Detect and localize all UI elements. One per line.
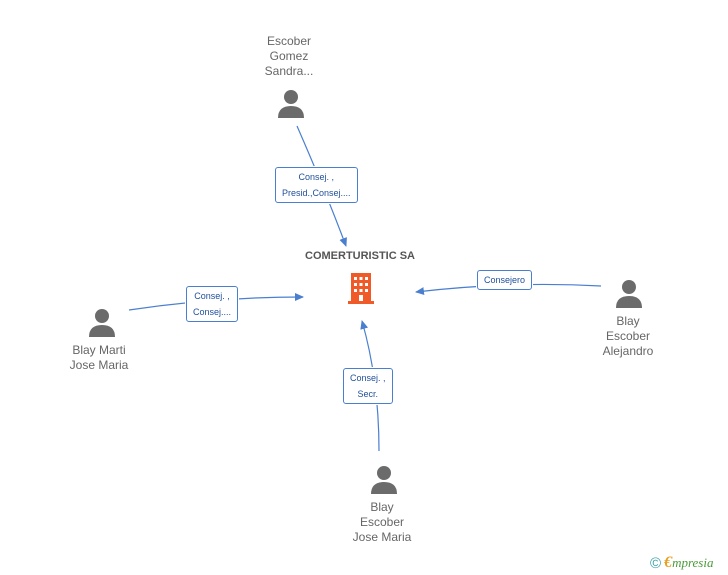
- person-name-escober-gomez-sandra[interactable]: Escober Gomez Sandra...: [234, 34, 344, 79]
- edge-label-marti[interactable]: Consej. , Consej....: [186, 286, 239, 322]
- person-name-line: Blay Marti: [72, 343, 126, 357]
- brand-initial: €: [664, 554, 673, 571]
- edge-label-line: Consejero: [484, 275, 526, 285]
- edge-label-alejandro[interactable]: Consejero: [477, 270, 533, 290]
- person-name-blay-marti-jose-maria[interactable]: Blay Marti Jose Maria: [44, 343, 154, 373]
- edge-label-line: Presid.,Consej....: [282, 188, 351, 198]
- person-name-line: Blay: [370, 500, 394, 514]
- person-name-line: Escober: [266, 34, 312, 48]
- person-name-line: Jose Maria: [69, 358, 129, 372]
- person-name-line: Blay: [616, 314, 640, 328]
- person-icon[interactable]: [277, 89, 305, 119]
- person-name-blay-escober-alejandro[interactable]: Blay Escober Alejandro: [573, 314, 683, 359]
- building-icon[interactable]: [346, 271, 376, 305]
- person-icon[interactable]: [370, 465, 398, 495]
- edge-label-sandra[interactable]: Consej. , Presid.,Consej....: [275, 167, 358, 203]
- person-name-line: Escober: [359, 515, 405, 529]
- brand-name: mpresia: [672, 555, 714, 570]
- copyright-icon: ©: [650, 554, 662, 572]
- edge-label-line: Consej. ,: [350, 373, 386, 383]
- person-name-line: Escober: [605, 329, 651, 343]
- edge-label-jose-maria[interactable]: Consej. , Secr.: [343, 368, 393, 404]
- edge-label-line: Consej. ,: [298, 172, 335, 182]
- person-name-line: Gomez: [269, 49, 309, 63]
- company-name[interactable]: COMERTURISTIC SA: [305, 250, 415, 262]
- brand-footer[interactable]: © €mpresia: [650, 554, 713, 572]
- person-name-line: Sandra...: [264, 64, 314, 78]
- person-name-line: Jose Maria: [352, 530, 412, 544]
- brand-logo[interactable]: €mpresia: [664, 554, 713, 572]
- edge-label-line: Consej....: [193, 307, 232, 317]
- person-name-line: Alejandro: [602, 344, 654, 358]
- person-icon[interactable]: [615, 279, 643, 309]
- edge-label-line: Secr.: [357, 389, 379, 399]
- person-icon[interactable]: [88, 308, 116, 338]
- edge-label-line: Consej. ,: [194, 291, 230, 301]
- person-name-blay-escober-jose-maria[interactable]: Blay Escober Jose Maria: [327, 500, 437, 545]
